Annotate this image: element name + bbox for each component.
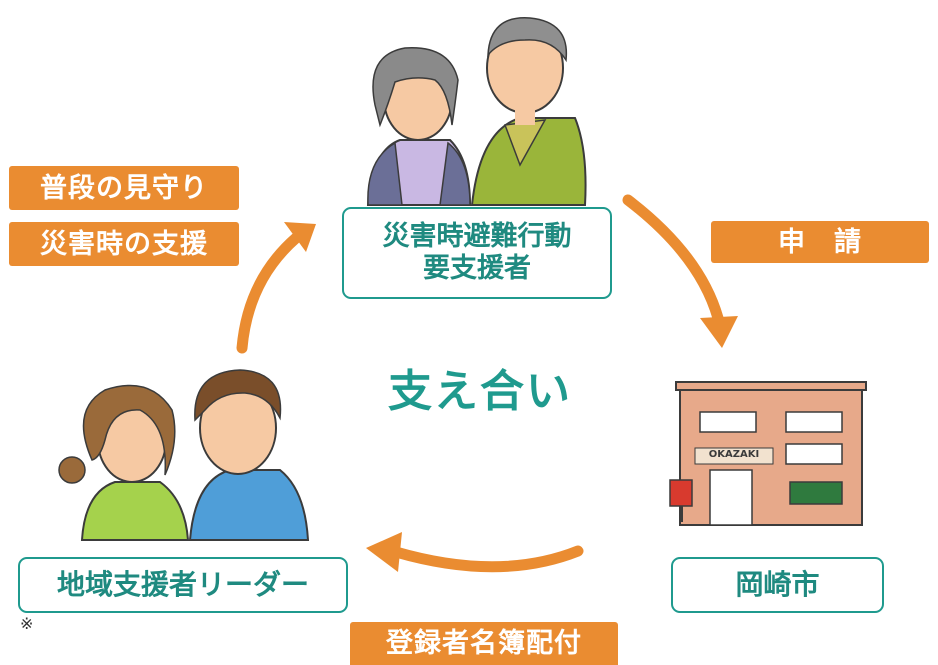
center-mutual-support: 支え合い — [388, 366, 572, 417]
node-elderly-line1: 災害時避難行動 — [382, 220, 572, 252]
arrow-head-application — [700, 316, 738, 348]
node-community-leader: 地域支援者リーダー — [18, 557, 348, 613]
node-okazaki-city: 岡崎市 — [671, 557, 884, 613]
label-roster-distribution: 登録者名簿配付 — [350, 622, 618, 665]
footnote-mark: ※ — [20, 614, 34, 633]
building-sign: OKAZAKI — [708, 449, 760, 460]
arrow-head-roster — [366, 532, 402, 572]
label-normal-watch: 普段の見守り — [9, 166, 239, 210]
label-disaster-support: 災害時の支援 — [9, 222, 239, 266]
node-elderly-line2: 要支援者 — [423, 253, 531, 284]
node-elderly-requiring-support: 災害時避難行動 要支援者 — [342, 207, 612, 299]
arrow-head-support — [284, 222, 316, 252]
label-application: 申 請 — [711, 221, 929, 263]
